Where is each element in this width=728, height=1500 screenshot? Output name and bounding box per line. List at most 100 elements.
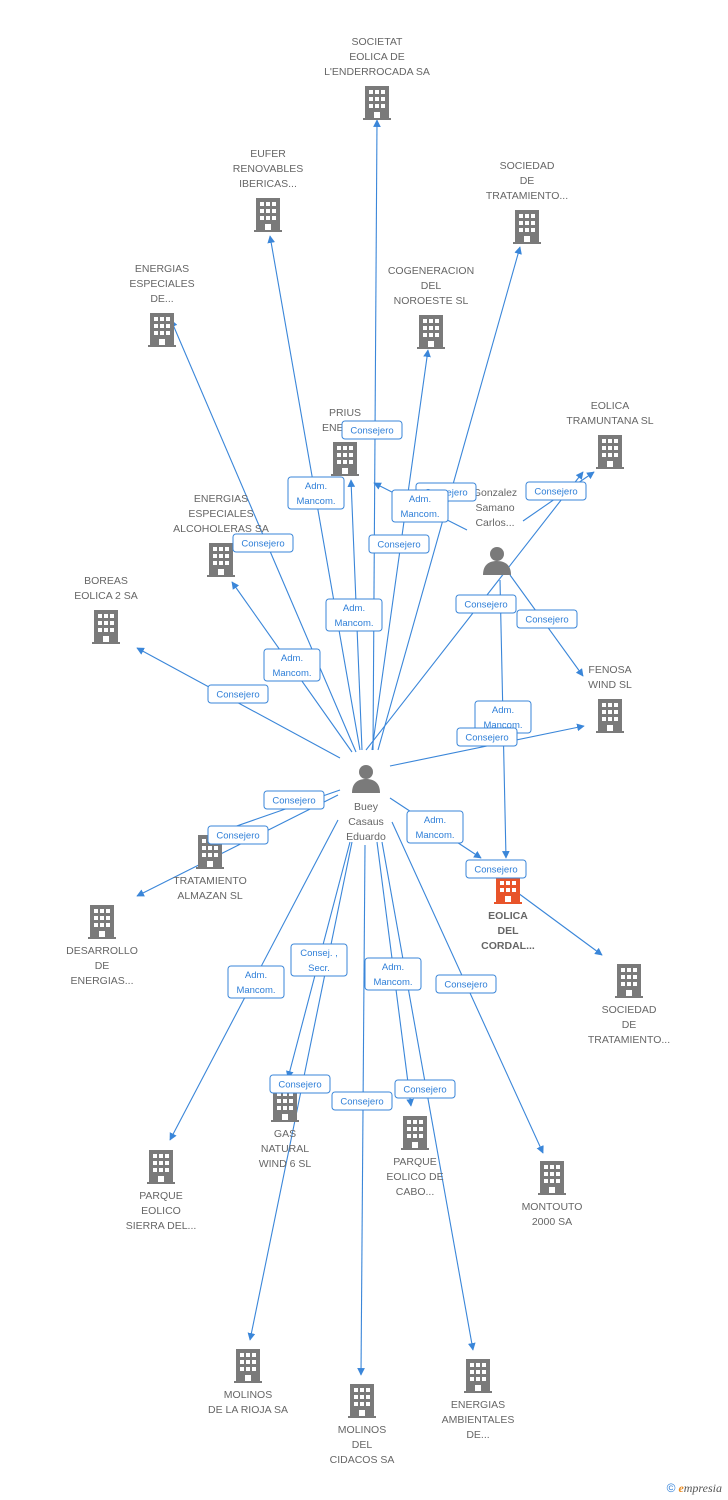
node-label: MOLINOS	[338, 1424, 386, 1436]
node-label: SOCIEDAD	[500, 160, 555, 172]
edge-label-text: Adm.	[424, 815, 446, 826]
node-label: BOREAS	[84, 575, 128, 587]
node-label: EOLICA	[591, 400, 630, 412]
edge-label-text: Consejero	[444, 980, 487, 991]
edge-label-gonzalez-eolica_cordal[interactable]: Adm.Mancom.	[474, 700, 532, 734]
edge-label-box	[227, 965, 285, 999]
node-label: FENOSA	[588, 664, 631, 676]
edge-label-box	[455, 594, 517, 614]
building-icon	[331, 442, 359, 476]
node-label: ESPECIALES	[129, 278, 194, 290]
node-label: Carlos...	[475, 517, 514, 529]
edge-label-buey-boreas[interactable]: Consejero	[207, 684, 269, 704]
node-label: 2000 SA	[532, 1216, 572, 1228]
edge-label-buey-cogeneracion[interactable]: Consejero	[368, 534, 430, 554]
edge-label-buey-trat_almazan[interactable]: Consejero	[263, 790, 325, 810]
edge-label-box	[391, 489, 449, 523]
node-label: ALMAZAN SL	[177, 890, 243, 902]
node-label: SOCIETAT	[352, 36, 404, 48]
building-icon	[513, 210, 541, 244]
edge-label-text: Adm.	[281, 653, 303, 664]
edge-label-box	[207, 825, 269, 845]
edge-label-text: Mancom.	[400, 509, 439, 520]
node-label: DEL	[498, 925, 520, 937]
edge-label-text: Mancom.	[415, 830, 454, 841]
node-label: WIND 6 SL	[259, 1158, 312, 1170]
edge-label-buey-montouto[interactable]: Consejero	[435, 974, 497, 994]
node-label: EOLICA 2 SA	[74, 590, 138, 602]
edge-label-buey-prius[interactable]: Adm.Mancom.	[325, 598, 383, 632]
node-label: DE	[520, 175, 535, 187]
person-icon	[352, 765, 380, 793]
node-soc_trat1[interactable]: SOCIEDAD DE TRATAMIENTO...	[486, 160, 568, 244]
edge-label-buey-parque_sierra[interactable]: Adm.Mancom.	[227, 965, 285, 999]
edge-label-text: Mancom.	[236, 985, 275, 996]
edge-label-box	[341, 420, 403, 440]
edge-label-gonzalez-prius[interactable]: Adm.Mancom.	[391, 489, 449, 523]
node-label: ALCOHOLERAS SA	[173, 523, 269, 535]
edge-label-buey-molinos_cidacos[interactable]: Consejero	[331, 1091, 393, 1111]
edge-label-buey-desarrollo[interactable]: Consejero	[207, 825, 269, 845]
edge-label-text: Consejero	[272, 796, 315, 807]
node-label: DE...	[150, 293, 173, 305]
node-eufer[interactable]: EUFERRENOVABLESIBERICAS...	[233, 148, 303, 232]
edge-label-buey-parque_cabo[interactable]: Adm.Mancom.	[364, 957, 422, 991]
node-desarrollo[interactable]: DESARROLLODEENERGIAS...	[66, 905, 138, 987]
edge-label-buey-eolica_cordal[interactable]: Adm. Mancom.	[406, 810, 464, 844]
edge-label-buey-energias_amb[interactable]: Consejero	[394, 1079, 456, 1099]
edge-label-text: Consejero	[474, 865, 517, 876]
node-energias_amb[interactable]: ENERGIASAMBIENTALESDE...	[442, 1359, 515, 1441]
node-label: DEL	[352, 1439, 373, 1451]
node-label: Casaus	[348, 816, 384, 828]
edge-label-box	[368, 534, 430, 554]
node-label: COGENERACION	[388, 265, 474, 277]
empresia-watermark: ©empresia	[667, 1481, 722, 1496]
edge-label-buey-eolica_tram[interactable]: Consejero	[455, 594, 517, 614]
edge-label-text: Consejero	[278, 1080, 321, 1091]
brand-initial: e	[678, 1481, 684, 1495]
node-label: DE...	[466, 1429, 489, 1441]
edge-label-box	[394, 1079, 456, 1099]
node-gonzalez[interactable]: GonzalezSamanoCarlos...	[473, 487, 517, 575]
node-label: DE	[622, 1019, 637, 1031]
node-label: TRATAMIENTO...	[486, 190, 568, 202]
edge-label-buey-molinos_rioja[interactable]: Consejero	[269, 1074, 331, 1094]
edge-label-buey-eufer[interactable]: Adm.Mancom.	[287, 476, 345, 510]
edge-label-box	[207, 684, 269, 704]
edge-label-buey-gas_natural[interactable]: Consej. ,Secr.	[290, 943, 348, 977]
edge-label-gonzalez-eolica_tram[interactable]: Consejero	[525, 481, 587, 501]
brand-name: mpresia	[683, 1481, 722, 1495]
node-energias_esp1[interactable]: ENERGIASESPECIALESDE...	[129, 263, 195, 347]
edge-label-eolica_cordal-soc_trat2[interactable]: Consejero	[465, 859, 527, 879]
edge-label-buey-societat[interactable]: Consejero	[341, 420, 403, 440]
edge-label-buey-energias_alc[interactable]: Adm.Mancom.	[263, 648, 321, 682]
node-label: ENERGIAS	[194, 493, 248, 505]
edge-label-text: Consejero	[340, 1097, 383, 1108]
edge-label-buey-fenosa[interactable]: Consejero	[456, 727, 518, 747]
node-boreas[interactable]: BOREAS EOLICA 2 SA	[74, 575, 138, 644]
edge-label-text: Consej. ,	[300, 948, 338, 959]
node-label: CABO...	[396, 1186, 435, 1198]
edge-label-text: Adm.	[305, 481, 327, 492]
node-soc_trat2[interactable]: SOCIEDADDETRATAMIENTO...	[588, 964, 670, 1046]
node-label: Samano	[475, 502, 514, 514]
node-eolica_cordal[interactable]: EOLICADELCORDAL...	[481, 870, 535, 952]
edge-label-gonzalez-fenosa[interactable]: Consejero	[516, 609, 578, 629]
edge-label-buey-energias_esp1[interactable]: Consejero	[232, 533, 294, 553]
node-prius[interactable]: PRIUSENERG...	[322, 407, 368, 476]
edge-label-box	[263, 648, 321, 682]
edge-label-box	[525, 481, 587, 501]
